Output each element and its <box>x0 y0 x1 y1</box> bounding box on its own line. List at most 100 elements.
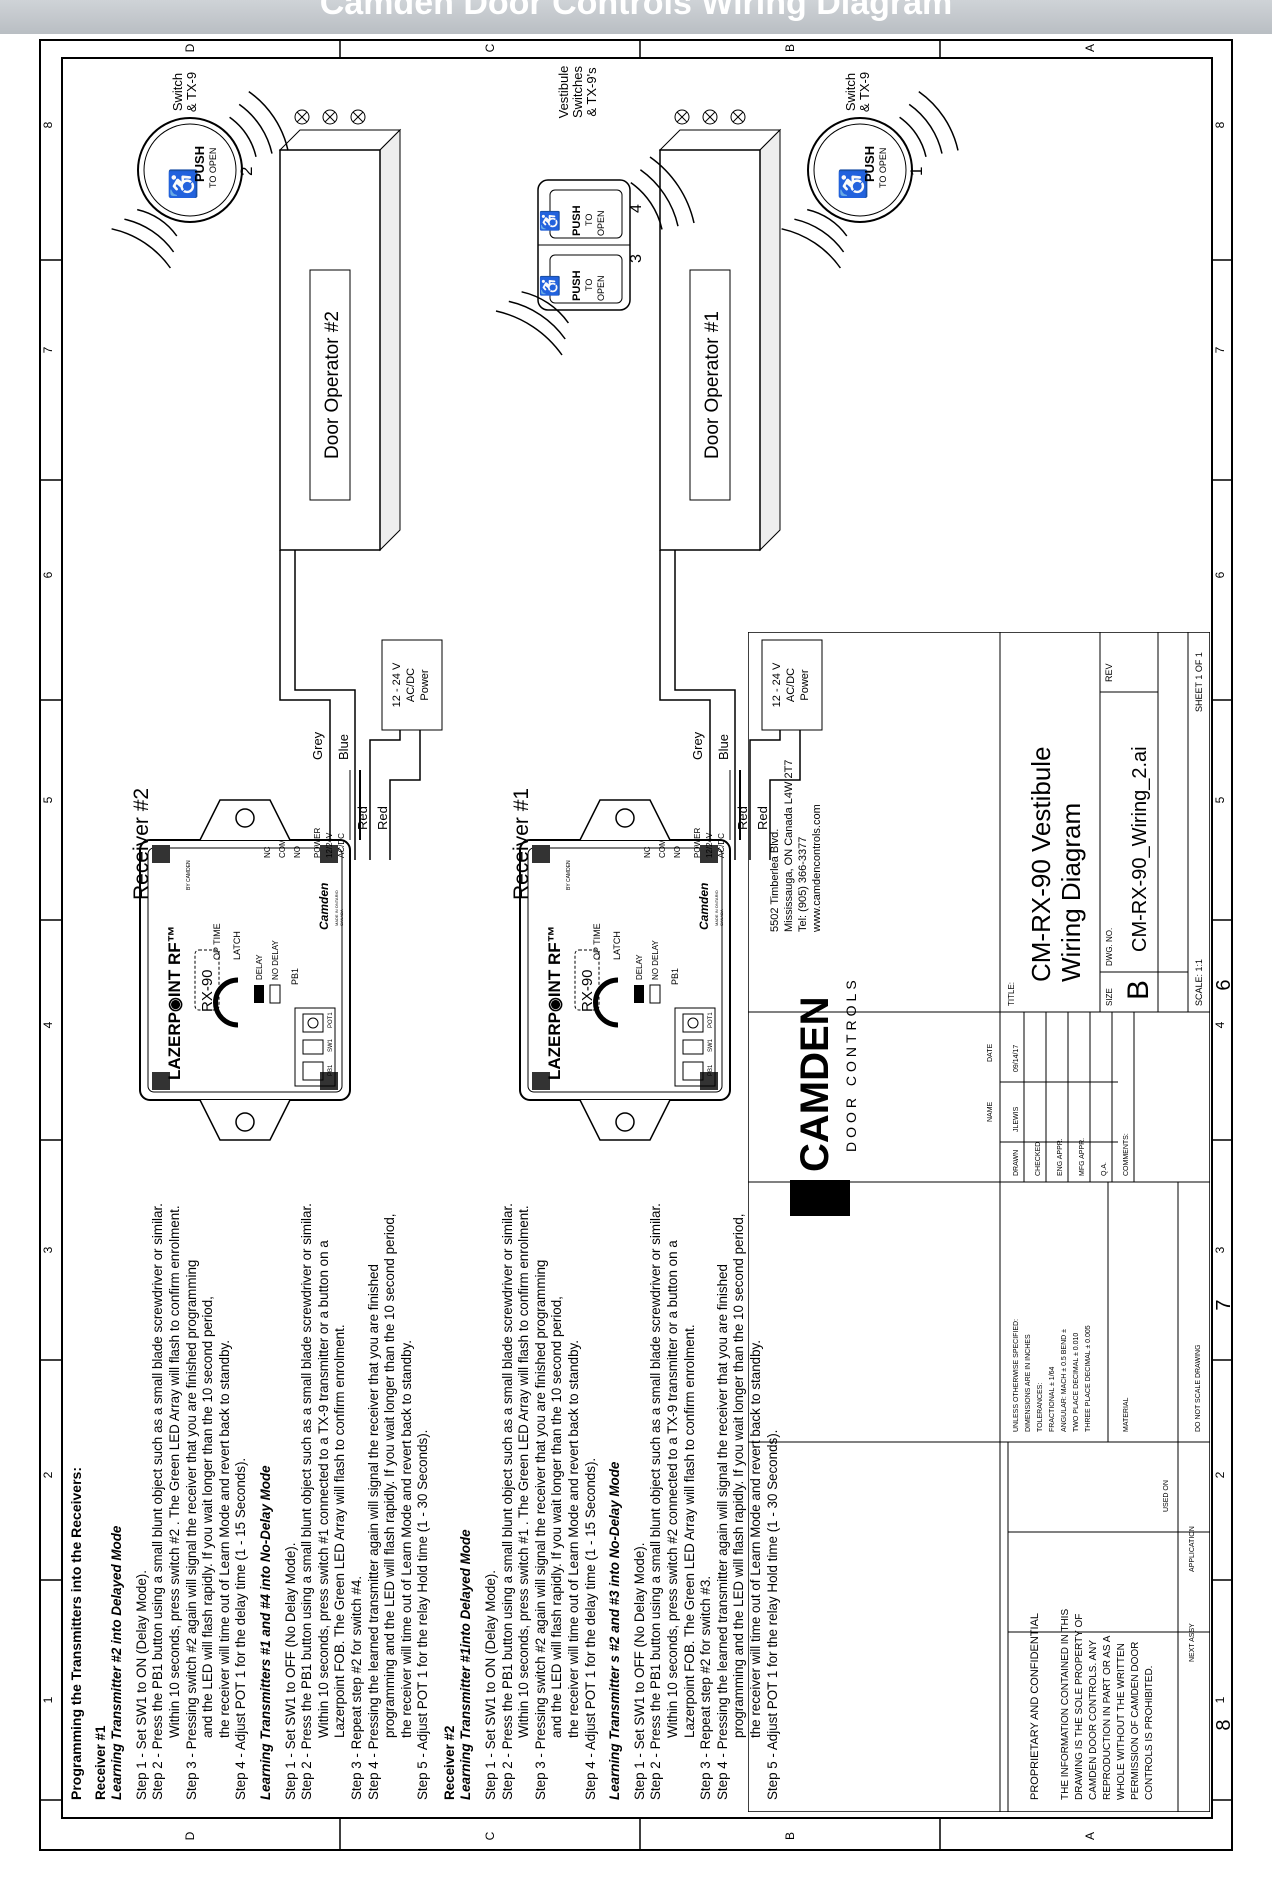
switch-number: 4 <box>628 204 645 213</box>
operator-top <box>658 129 782 151</box>
zone-number: 1 <box>41 1696 55 1703</box>
top-banner: Camden Door Controls Wiring Diagram <box>0 0 1272 34</box>
mount-tab <box>579 1099 671 1141</box>
dip-switch <box>649 984 661 1004</box>
push-label: PUSH <box>862 146 877 182</box>
approval-row: MFG APPR. <box>1079 1138 1086 1176</box>
zone-number: 2 <box>41 1471 55 1478</box>
zone-number: 8 <box>41 121 55 128</box>
operator-label: Door Operator #1 <box>702 311 723 459</box>
title-label: TITLE: <box>1007 982 1016 1006</box>
material-label: MATERIAL <box>1123 1397 1130 1432</box>
radio-wave <box>124 218 175 253</box>
zone-number: 6 <box>41 571 55 578</box>
receiver-model: RX-90 <box>579 969 596 1012</box>
prop-text: DRAWING IS THE SOLE PROPERTY OF <box>1074 1614 1085 1800</box>
housing-foot <box>532 845 550 863</box>
zone-letter: B <box>783 1832 797 1840</box>
com-label: COM <box>278 839 287 858</box>
zone-number: 6 <box>1213 571 1227 578</box>
wire-blue <box>674 550 736 860</box>
pot1 <box>682 1013 704 1033</box>
radio-wave <box>794 218 845 253</box>
receiver-brand: LAZERP◉INT RF™ <box>165 925 184 1080</box>
to-open-label: TO OPEN <box>208 148 218 188</box>
sheet-label: SHEET 1 OF 1 <box>1194 652 1204 712</box>
operator-label-box <box>309 269 351 501</box>
mount-hole <box>235 1112 255 1132</box>
prop-text: CONTROLS IS PROHIBITED. <box>1144 1666 1155 1800</box>
wheelchair-icon: ♿ <box>539 210 560 232</box>
tolerance-text: TWO PLACE DECIMAL ± 0.010 <box>1073 1333 1080 1432</box>
switch-number: 3 <box>628 254 645 263</box>
prop-title: PROPRIETARY AND CONFIDENTIAL <box>1029 1613 1041 1800</box>
model-box <box>574 949 600 1011</box>
address-line: Mississauga, ON Canada L4W 2T7 <box>783 760 795 932</box>
open-label: OPEN <box>596 275 606 301</box>
zone-letter: D <box>183 1831 197 1840</box>
switch-number: 1 <box>907 167 926 176</box>
power-label: Power <box>799 669 811 701</box>
sw1-label: SW1 <box>708 1038 714 1052</box>
wheelchair-icon: ♿ <box>539 275 560 297</box>
latch-label: LATCH <box>232 931 242 960</box>
prop-text: WHOLE WITHOUT THE WRITTEN <box>1116 1643 1127 1800</box>
no-scale-label: DO NOT SCALE DRAWING <box>1195 1344 1202 1432</box>
pb1-label: PB1 <box>670 968 680 985</box>
pot1-knob <box>687 1017 699 1029</box>
wheelchair-icon: ♿ <box>168 168 198 200</box>
drawing-title: CM-RX-90 Vestibule <box>1026 746 1056 982</box>
pb1-button <box>302 1061 324 1081</box>
vestibule-button <box>549 254 623 304</box>
wheelchair-icon: ♿ <box>838 168 868 200</box>
zone-number: 6 <box>1213 979 1235 990</box>
dwg-label: DWG. NO. <box>1105 928 1114 966</box>
screw-slot <box>324 111 336 123</box>
v1224-label: 12/24V <box>325 832 334 858</box>
no-label: NO <box>293 846 302 858</box>
zone-number: 4 <box>41 1021 55 1028</box>
power-label: Power <box>419 669 431 701</box>
nc-label: NC <box>643 846 652 858</box>
radio-wave <box>908 103 943 154</box>
operator-top <box>278 129 402 151</box>
radio-wave <box>229 116 257 157</box>
mount-hole <box>615 808 635 828</box>
zone-letter: B <box>783 44 797 52</box>
wire-grey <box>279 550 331 860</box>
zone-number: 7 <box>1213 346 1227 353</box>
pb1-button <box>682 1061 704 1081</box>
push-switch-inner <box>813 123 907 217</box>
housing-foot <box>700 845 718 863</box>
wire-blue <box>294 550 356 860</box>
power-label: 12 - 24 V <box>391 662 403 707</box>
prop-text: PERMISSION OF CAMDEN DOOR <box>1130 1642 1141 1800</box>
screw-slot <box>352 111 364 123</box>
zone-number: 4 <box>1213 1021 1227 1028</box>
vestibule-side-label: & TX-9's <box>584 67 599 117</box>
to-open-label: TO OPEN <box>878 148 888 188</box>
op-time-label: OP TIME <box>212 923 222 960</box>
op-time-label: OP TIME <box>592 923 602 960</box>
switch-side-label: & TX-9 <box>857 72 872 112</box>
sw1 <box>682 1039 704 1055</box>
application-label: APPLICATION <box>1189 1526 1196 1572</box>
radio-wave <box>508 300 566 340</box>
operator-label-box <box>689 269 731 501</box>
nc-label: NC <box>263 846 272 858</box>
power-label: 12 - 24 V <box>771 662 783 707</box>
pot1 <box>302 1013 324 1033</box>
component-strip <box>674 1007 716 1087</box>
latch-label: LATCH <box>612 931 622 960</box>
radio-wave <box>248 90 289 151</box>
radio-wave <box>238 103 273 154</box>
tolerance-text: TOLERANCES: <box>1037 1383 1044 1432</box>
switch-side-label: & TX-9 <box>184 72 199 112</box>
zone-number: 5 <box>1213 796 1227 803</box>
no-label: NO <box>673 846 682 858</box>
pot1-label: POT1 <box>328 1012 334 1028</box>
push-label: PUSH <box>571 270 583 301</box>
prop-text: CAMDEN DOOR CONTROLS. ANY <box>1088 1640 1099 1800</box>
